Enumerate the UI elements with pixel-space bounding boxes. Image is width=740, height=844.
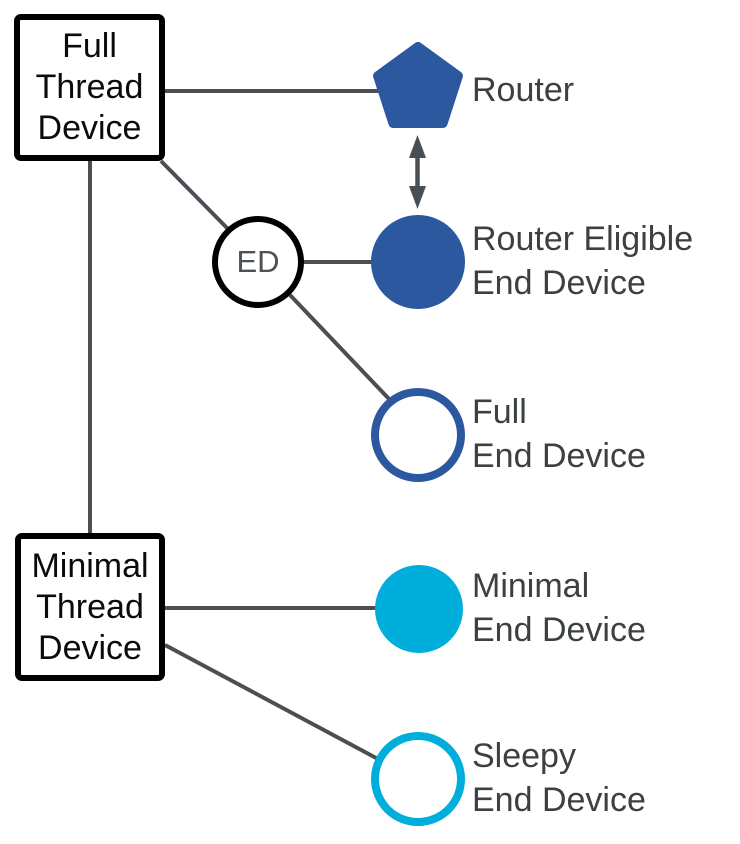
minimal-end-device-circle-icon bbox=[375, 565, 463, 653]
ed-badge-label: ED bbox=[236, 244, 280, 279]
full-thread-device-box: Full Thread Device bbox=[14, 14, 165, 161]
router-label: Router bbox=[472, 68, 574, 112]
reed-label-line2: End Device bbox=[472, 264, 646, 302]
arrow-head-down-icon bbox=[409, 186, 426, 209]
line-ed-to-fed bbox=[288, 293, 392, 402]
ed-badge: ED bbox=[212, 216, 304, 308]
full-end-device-label: Full End Device bbox=[472, 390, 646, 478]
minimal-thread-device-label-line2: Thread bbox=[36, 587, 144, 626]
router-label-line1: Router bbox=[472, 71, 575, 109]
router-pentagon-icon bbox=[373, 42, 463, 128]
full-thread-device-label-line1: Full bbox=[62, 27, 117, 65]
minimal-end-device-label: Minimal End Device bbox=[472, 564, 646, 652]
minimal-thread-device-label-line3: Device bbox=[38, 628, 142, 667]
minimal-thread-device-box: Minimal Thread Device bbox=[15, 533, 165, 681]
reed-label-line1: Router Eligible bbox=[472, 220, 694, 258]
sed-label-line2: End Device bbox=[472, 781, 646, 819]
full-end-device-circle-icon bbox=[371, 388, 465, 482]
fed-label-line2: End Device bbox=[472, 437, 646, 475]
full-thread-device-label-line3: Device bbox=[37, 109, 142, 147]
med-label-line1: Minimal bbox=[472, 567, 590, 605]
router-eligible-end-device-circle-icon bbox=[371, 215, 465, 309]
sleepy-end-device-circle-icon bbox=[371, 732, 465, 826]
arrow-head-up-icon bbox=[409, 135, 426, 158]
bidirectional-arrow bbox=[409, 135, 426, 209]
line-mtd-to-sed bbox=[164, 643, 379, 761]
full-thread-device-label-line2: Thread bbox=[35, 68, 144, 106]
sed-label-line1: Sleepy bbox=[472, 737, 576, 775]
sleepy-end-device-label: Sleepy End Device bbox=[472, 734, 646, 822]
minimal-thread-device-label-line1: Minimal bbox=[31, 546, 149, 585]
line-ftd-to-ed bbox=[159, 159, 232, 233]
fed-label-line1: Full bbox=[472, 393, 527, 431]
med-label-line2: End Device bbox=[472, 611, 646, 649]
router-eligible-end-device-label: Router Eligible End Device bbox=[472, 217, 693, 305]
